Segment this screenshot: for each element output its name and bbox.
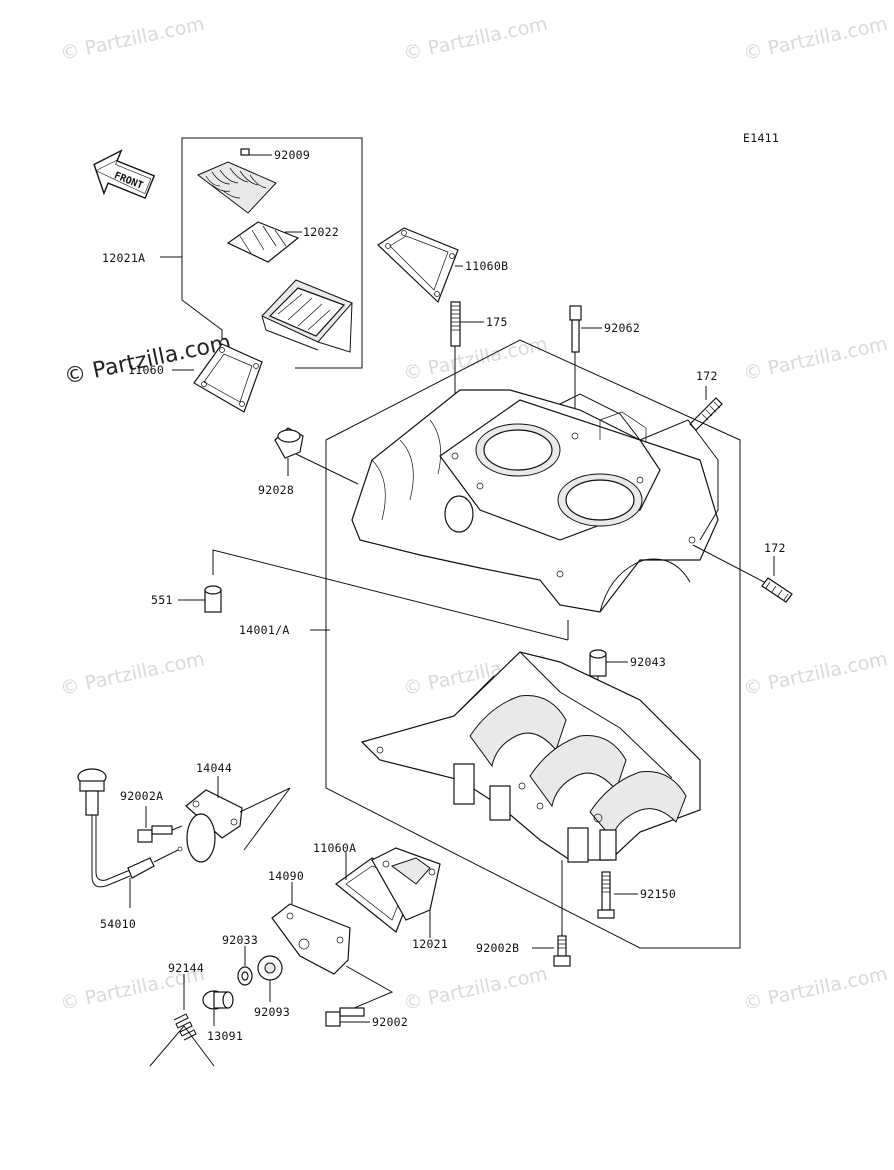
part-label-92043: 92043	[630, 655, 666, 669]
part-label-92002B: 92002B	[476, 941, 519, 955]
pump-cover-14044	[185, 776, 291, 863]
reed-stopper-plate	[197, 161, 277, 214]
watermark: © Partzilla.com	[741, 648, 889, 700]
reed-valve-assembly-group: 92009 12022 12021A	[102, 137, 363, 369]
part-label-175: 175	[486, 315, 508, 329]
upper-crankcase	[351, 389, 719, 613]
bolt-92002A	[137, 806, 183, 843]
stud-172-upper	[689, 386, 723, 431]
reed-petals	[226, 221, 300, 263]
bolt-92002B	[532, 860, 571, 967]
part-label-92009: 92009	[274, 148, 310, 162]
oil-pump-group: 54010 14044 92002A 11060A	[77, 761, 448, 1067]
part-label-12022: 12022	[303, 225, 339, 239]
watermark: © Partzilla.com	[401, 13, 549, 65]
part-label-172-upper: 172	[696, 369, 718, 383]
plate-14090	[271, 882, 394, 1015]
part-label-92144: 92144	[168, 961, 204, 975]
part-label-14044: 14044	[196, 761, 232, 775]
part-label-14001A: 14001/A	[239, 623, 290, 637]
watermark: © Partzilla.com	[741, 13, 889, 65]
pump-body-12021	[371, 847, 441, 938]
watermark: © Partzilla.com	[741, 333, 889, 385]
part-label-13091: 13091	[207, 1029, 243, 1043]
part-label-12021: 12021	[412, 937, 448, 951]
stud-172-right	[692, 544, 793, 603]
crankcase-bracket-lines	[310, 339, 741, 949]
part-label-11060: 11060	[128, 363, 164, 377]
part-label-14090: 14090	[268, 869, 304, 883]
gasket-11060	[172, 343, 263, 413]
part-label-92002A: 92002A	[120, 789, 163, 803]
plug-92028	[274, 427, 359, 485]
part-label-92062: 92062	[604, 321, 640, 335]
part-label-54010: 54010	[100, 917, 136, 931]
part-label-172-right: 172	[764, 541, 786, 555]
part-label-11060A: 11060A	[313, 841, 356, 855]
bolt-92002	[325, 1007, 370, 1027]
watermark: © Partzilla.com	[58, 648, 206, 700]
screw-92009	[240, 148, 272, 156]
part-label-92028: 92028	[258, 483, 294, 497]
washer-92033	[237, 946, 253, 986]
watermark: © Partzilla.com	[58, 13, 206, 65]
reed-cage	[261, 279, 353, 353]
watermark: © Partzilla.com	[401, 333, 549, 385]
lower-crankcase	[360, 651, 701, 863]
bolt-92150	[597, 871, 638, 919]
part-label-92150: 92150	[640, 887, 676, 901]
part-label-92093: 92093	[254, 1005, 290, 1019]
part-label-11060B: 11060B	[465, 259, 508, 273]
gasket-11060B	[377, 227, 463, 304]
part-label-92002: 92002	[372, 1015, 408, 1029]
part-label-12021A: 12021A	[102, 251, 145, 265]
watermark: © Partzilla.com	[741, 963, 889, 1015]
front-arrow-icon: FRONT	[93, 149, 156, 200]
dowel-551	[178, 549, 569, 641]
cable-54010	[77, 768, 183, 908]
part-label-551: 551	[151, 593, 173, 607]
watermark: © Partzilla.com	[401, 963, 549, 1015]
plunger-13091	[202, 990, 234, 1026]
seal-92093	[257, 955, 283, 1002]
diagram-code: E1411	[743, 131, 779, 145]
spring-92144	[149, 974, 215, 1067]
part-label-92033: 92033	[222, 933, 258, 947]
